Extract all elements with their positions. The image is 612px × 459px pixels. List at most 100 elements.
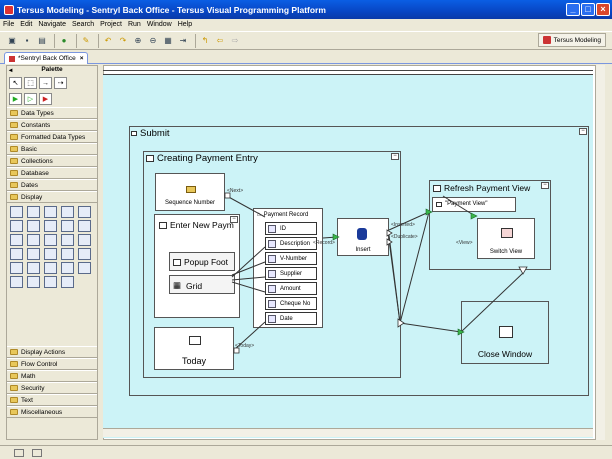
new-icon[interactable]: ▣ — [8, 36, 16, 45]
marquee-tool-icon[interactable]: ⬚ — [24, 77, 37, 89]
menu-search[interactable]: Search — [71, 21, 95, 28]
drawer-dates[interactable]: Dates — [7, 179, 97, 191]
menu-project[interactable]: Project — [100, 21, 122, 28]
zoom-out-icon[interactable]: ⊖ — [149, 36, 157, 45]
drawer-flow-control[interactable]: Flow Control — [7, 358, 97, 370]
drawer-text[interactable]: Text — [7, 394, 97, 406]
select-tool-icon[interactable]: ↖ — [9, 77, 22, 89]
editor-tab[interactable]: *Sentryl Back Office × — [4, 52, 89, 64]
drawer-database[interactable]: Database — [7, 167, 97, 179]
drawer-data-types[interactable]: Data Types — [7, 107, 97, 119]
menu-file[interactable]: File — [3, 21, 15, 28]
refresh-payment-view-box[interactable]: − Refresh Payment View "Payment View" <V… — [429, 180, 551, 270]
drawer-display-actions[interactable]: Display Actions — [7, 346, 97, 358]
fit-icon[interactable]: ▦ — [164, 36, 172, 45]
trigger-tool-icon[interactable]: ▶ — [9, 93, 22, 105]
collapse-icon[interactable]: − — [541, 182, 549, 189]
window-item-icon[interactable] — [61, 234, 74, 246]
vertical-scrollbar[interactable] — [595, 65, 605, 440]
sequence-number-box[interactable]: Sequence Number — [155, 173, 225, 211]
back-history-icon[interactable]: ↰ — [201, 36, 209, 45]
grid-box[interactable]: ▦ Grid — [169, 275, 235, 294]
step-icon[interactable]: ⇥ — [179, 36, 187, 45]
drawer-math[interactable]: Math — [7, 370, 97, 382]
drawer-miscellaneous[interactable]: Miscellaneous — [7, 406, 97, 418]
field-id[interactable]: ID — [265, 222, 317, 235]
back-icon[interactable]: ⇦ — [216, 36, 224, 45]
separator-item-icon[interactable] — [78, 234, 91, 246]
exit-tool-icon[interactable]: ▷ — [24, 93, 37, 105]
field-v-number[interactable]: V-Number — [265, 252, 317, 265]
tabs-item-icon[interactable] — [27, 262, 40, 274]
enter-new-payment-box[interactable]: − Enter New Paym Popup Foot ▦ Grid — [154, 214, 240, 318]
save-icon[interactable]: ▪ — [25, 36, 29, 45]
menu-help[interactable]: Help — [177, 21, 193, 28]
close-window-box[interactable]: Close Window — [461, 301, 549, 364]
menu-edit[interactable]: Edit — [20, 21, 33, 28]
link-item-icon[interactable] — [10, 234, 23, 246]
payment-view-constant[interactable]: "Payment View" — [432, 197, 516, 212]
horizontal-scrollbar[interactable] — [103, 428, 593, 437]
build-icon[interactable]: ✎ — [82, 36, 90, 45]
row-item-icon[interactable] — [44, 248, 57, 260]
menu-navigate[interactable]: Navigate — [38, 21, 66, 28]
dropdown-item-icon[interactable] — [44, 206, 57, 218]
box-item-icon[interactable] — [78, 262, 91, 274]
table-item-icon[interactable] — [61, 206, 74, 218]
collapse-icon[interactable]: − — [579, 128, 587, 135]
error-tool-icon[interactable]: ▶ — [39, 93, 52, 105]
menu-window[interactable]: Window — [146, 21, 172, 28]
print-icon[interactable]: ▤ — [38, 36, 46, 45]
insert-box[interactable]: Insert — [337, 218, 389, 256]
collapse-arrow-icon[interactable]: ◂ — [9, 67, 13, 74]
drawer-basic[interactable]: Basic — [7, 143, 97, 155]
flow-tool-icon[interactable]: ⇢ — [54, 77, 67, 89]
minimize-button[interactable]: _ — [566, 3, 580, 16]
field-supplier[interactable]: Supplier — [265, 267, 317, 280]
calendar-item-icon[interactable] — [10, 276, 23, 288]
diagram-area[interactable]: − Submit − Creating Payment Entry Sequen… — [103, 75, 593, 438]
today-box[interactable]: Today — [154, 327, 234, 370]
field-date[interactable]: Date — [265, 312, 317, 325]
percent-item-icon[interactable] — [27, 234, 40, 246]
zoom-in-icon[interactable]: ⊕ — [134, 36, 142, 45]
maximize-button[interactable]: □ — [581, 3, 595, 16]
menu-item-icon[interactable] — [10, 262, 23, 274]
text-item-icon[interactable] — [61, 248, 74, 260]
field-item-icon[interactable] — [27, 276, 40, 288]
field-cheque-no[interactable]: Cheque No — [265, 297, 317, 310]
close-tab-icon[interactable]: × — [79, 55, 84, 62]
run-icon[interactable]: ● — [61, 36, 67, 45]
switch-view-box[interactable]: Switch View — [477, 218, 535, 259]
image-item-icon[interactable] — [78, 220, 91, 232]
forward-icon[interactable]: ⇨ — [231, 36, 239, 45]
undo-icon[interactable]: ↶ — [104, 36, 112, 45]
textarea-item-icon[interactable] — [78, 248, 91, 260]
popup-foot-box[interactable]: Popup Foot — [169, 252, 235, 271]
small-item-icon[interactable] — [61, 276, 74, 288]
connection-tool-icon[interactable]: → — [39, 77, 52, 89]
collapse-icon[interactable]: − — [391, 153, 399, 160]
pane-item-icon[interactable] — [44, 220, 57, 232]
drawer-constants[interactable]: Constants — [7, 119, 97, 131]
field-description[interactable]: Description — [265, 237, 317, 250]
menu-run[interactable]: Run — [127, 21, 141, 28]
popup-item-icon[interactable] — [44, 262, 57, 274]
drawer-formatted-data-types[interactable]: Formatted Data Types — [7, 131, 97, 143]
drawer-collections[interactable]: Collections — [7, 155, 97, 167]
frame-item-icon[interactable] — [61, 262, 74, 274]
field-amount[interactable]: Amount — [265, 282, 317, 295]
close-button[interactable]: × — [596, 3, 610, 16]
grid-item-icon[interactable] — [27, 248, 40, 260]
list-item-icon[interactable] — [27, 220, 40, 232]
perspective-switcher[interactable]: Tersus Modeling — [537, 33, 606, 47]
toolbar-item-icon[interactable] — [44, 276, 57, 288]
drawer-display[interactable]: Display — [7, 191, 97, 203]
payment-record-box[interactable]: ⌂ Payment Record ID Description V-Number… — [253, 208, 323, 328]
redo-icon[interactable]: ↷ — [119, 36, 127, 45]
tree-item-icon[interactable] — [10, 248, 23, 260]
panel-item-icon[interactable] — [44, 234, 57, 246]
form-item-icon[interactable] — [10, 220, 23, 232]
button-item-icon[interactable] — [10, 206, 23, 218]
view-item-icon[interactable] — [61, 220, 74, 232]
